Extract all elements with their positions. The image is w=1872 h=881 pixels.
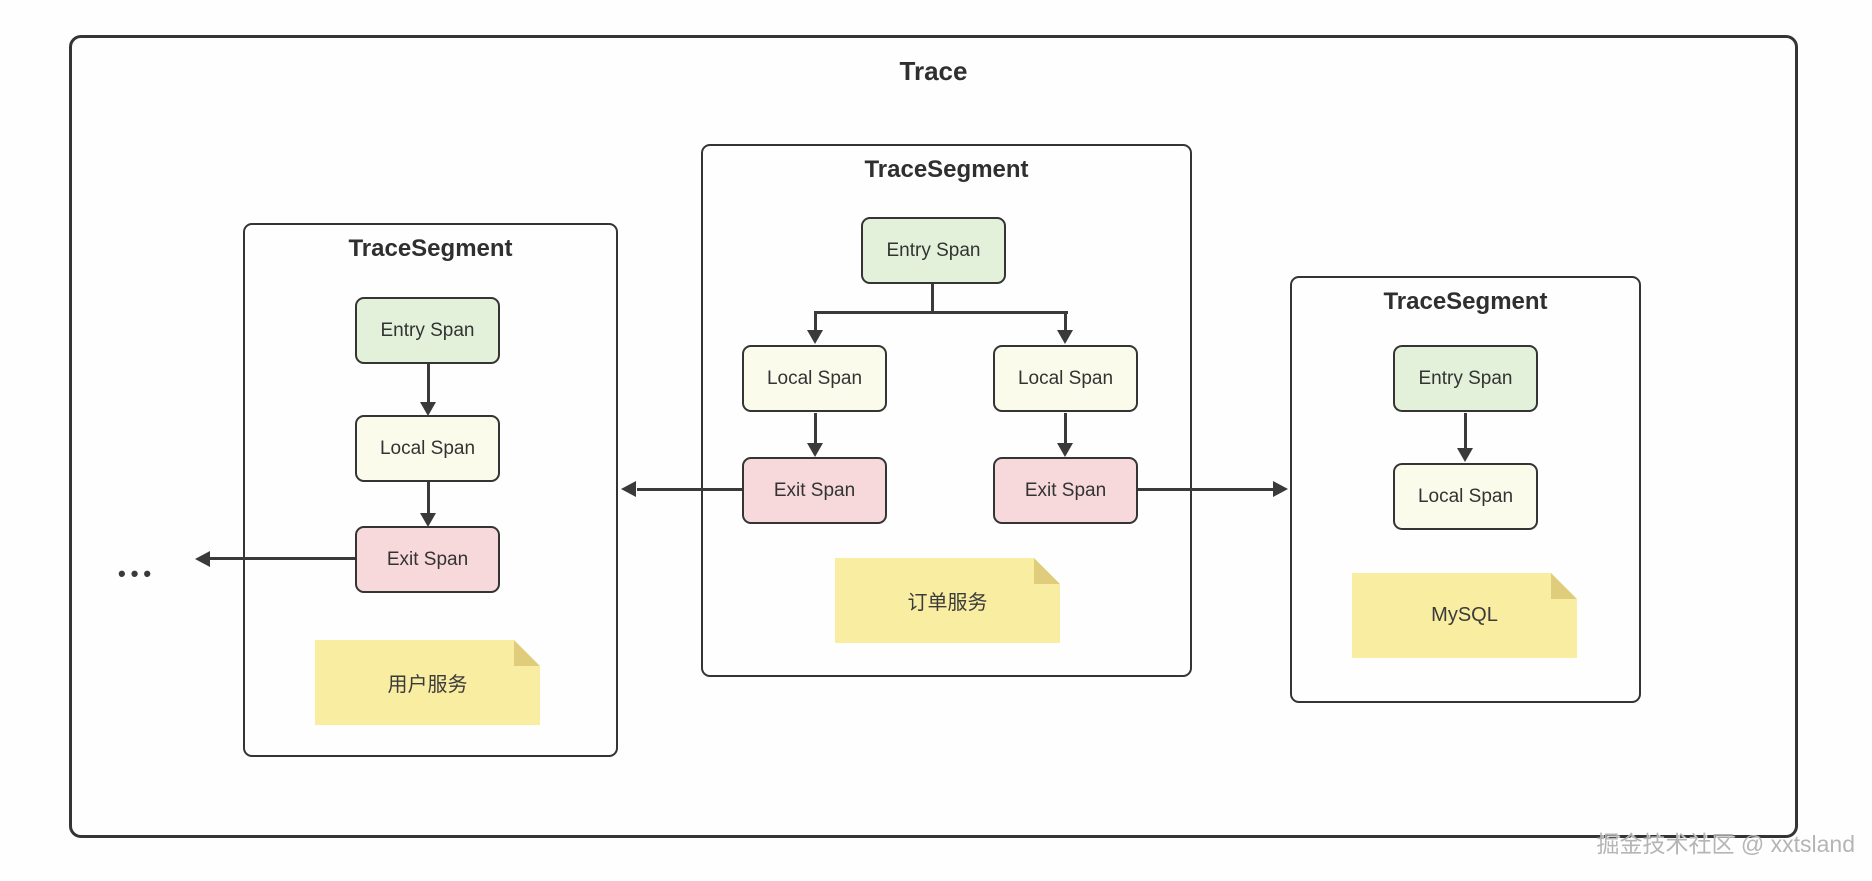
exit-span-box: Exit Span [993, 457, 1138, 524]
connector-line [637, 488, 743, 491]
arrowhead-left-icon [195, 551, 210, 567]
sticky-note-mysql: MySQL [1352, 573, 1577, 658]
connector-line [1064, 413, 1067, 444]
sticky-note-user-service: 用户服务 [315, 640, 540, 725]
local-span-box: Local Span [355, 415, 500, 482]
local-span-box: Local Span [993, 345, 1138, 412]
trace-segment-right-title: TraceSegment [1383, 288, 1548, 315]
connector-line [814, 311, 1068, 314]
trace-segment-left-title: TraceSegment [348, 235, 513, 262]
entry-span-box: Entry Span [355, 297, 500, 364]
local-span-box: Local Span [1393, 463, 1538, 530]
entry-span-box: Entry Span [1393, 345, 1538, 412]
local-span-box: Local Span [742, 345, 887, 412]
arrowhead-down-icon [420, 402, 436, 416]
arrowhead-right-icon [1273, 481, 1288, 497]
arrowhead-down-icon [1457, 448, 1473, 462]
watermark-text: 掘金技术社区 @ xxtsland [1596, 831, 1855, 857]
sticky-note-order-service: 订单服务 [835, 558, 1060, 643]
arrowhead-down-icon [1057, 443, 1073, 457]
arrowhead-left-icon [621, 481, 636, 497]
arrowhead-down-icon [807, 443, 823, 457]
ellipsis-dots: ••• [118, 561, 157, 586]
trace-container-box [69, 35, 1798, 838]
exit-span-box: Exit Span [355, 526, 500, 593]
connector-line [1138, 488, 1274, 491]
trace-title: Trace [899, 56, 968, 86]
connector-line [210, 557, 356, 560]
connector-line [814, 413, 817, 444]
exit-span-box: Exit Span [742, 457, 887, 524]
connector-line [427, 364, 430, 404]
connector-line [1064, 311, 1067, 332]
arrowhead-down-icon [1057, 330, 1073, 344]
trace-segment-middle-title: TraceSegment [864, 156, 1029, 183]
arrowhead-down-icon [420, 513, 436, 527]
entry-span-box: Entry Span [861, 217, 1006, 284]
connector-line [427, 482, 430, 513]
connector-line [1464, 413, 1467, 449]
connector-line [931, 283, 934, 314]
connector-line [814, 311, 817, 332]
arrowhead-down-icon [807, 330, 823, 344]
